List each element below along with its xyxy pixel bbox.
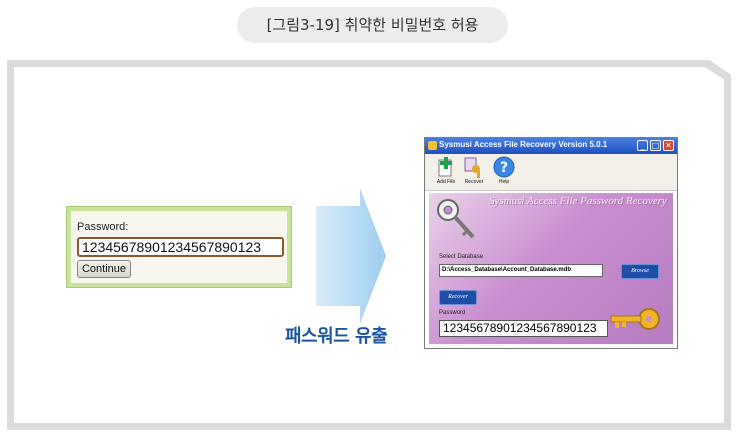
- password-input[interactable]: 12345678901234567890123: [77, 237, 284, 257]
- add-file-button[interactable]: Add File: [433, 156, 459, 188]
- svg-text:?: ?: [500, 160, 508, 176]
- database-path-field[interactable]: D:\Access_Database\Account_Database.mdb: [439, 264, 603, 277]
- recovery-app-window: Sysmusi Access File Recovery Version 5.0…: [424, 137, 678, 349]
- browse-button[interactable]: Browse: [621, 264, 659, 279]
- help-icon: ?: [493, 156, 515, 178]
- window-title: Sysmusi Access File Recovery Version 5.0…: [439, 140, 608, 149]
- panel-title: Sysmusi Access File Password Recovery: [489, 195, 667, 207]
- minimize-icon[interactable]: _: [637, 140, 648, 151]
- right-arrow-icon: [316, 188, 386, 324]
- toolbar: Add File Recover ? Help: [425, 154, 677, 191]
- login-box-inner: Password: 12345678901234567890123 Contin…: [71, 211, 287, 283]
- select-database-label: Select Database: [439, 254, 484, 260]
- help-label: Help: [498, 179, 510, 185]
- login-box: Password: 12345678901234567890123 Contin…: [66, 206, 292, 288]
- recover-tool-label: Recover: [464, 179, 484, 185]
- maximize-icon[interactable]: □: [650, 140, 661, 151]
- recover-button[interactable]: Recover: [439, 290, 477, 305]
- recovered-password-label: Password: [439, 310, 466, 316]
- add-file-icon: [438, 157, 452, 177]
- password-leak-label: 패스워드 유출: [285, 326, 388, 347]
- silver-key-icon: [437, 199, 475, 239]
- recovered-password-field[interactable]: 12345678901234567890123: [439, 320, 608, 337]
- password-label: Password:: [77, 221, 129, 233]
- continue-button[interactable]: Continue: [77, 260, 131, 278]
- gold-key-icon: [610, 308, 660, 330]
- key-icon: [464, 157, 480, 178]
- recover-tool-button[interactable]: Recover: [461, 156, 487, 188]
- close-icon[interactable]: ✕: [663, 140, 674, 151]
- help-button[interactable]: ? Help: [491, 156, 517, 188]
- add-file-label: Add File: [436, 179, 456, 185]
- window-titlebar: Sysmusi Access File Recovery Version 5.0…: [425, 138, 677, 154]
- app-icon: [428, 141, 437, 150]
- figure-caption: [그림3-19] 취약한 비밀번호 허용: [237, 7, 508, 43]
- recovery-panel: Sysmusi Access File Password Recovery Se…: [429, 193, 673, 344]
